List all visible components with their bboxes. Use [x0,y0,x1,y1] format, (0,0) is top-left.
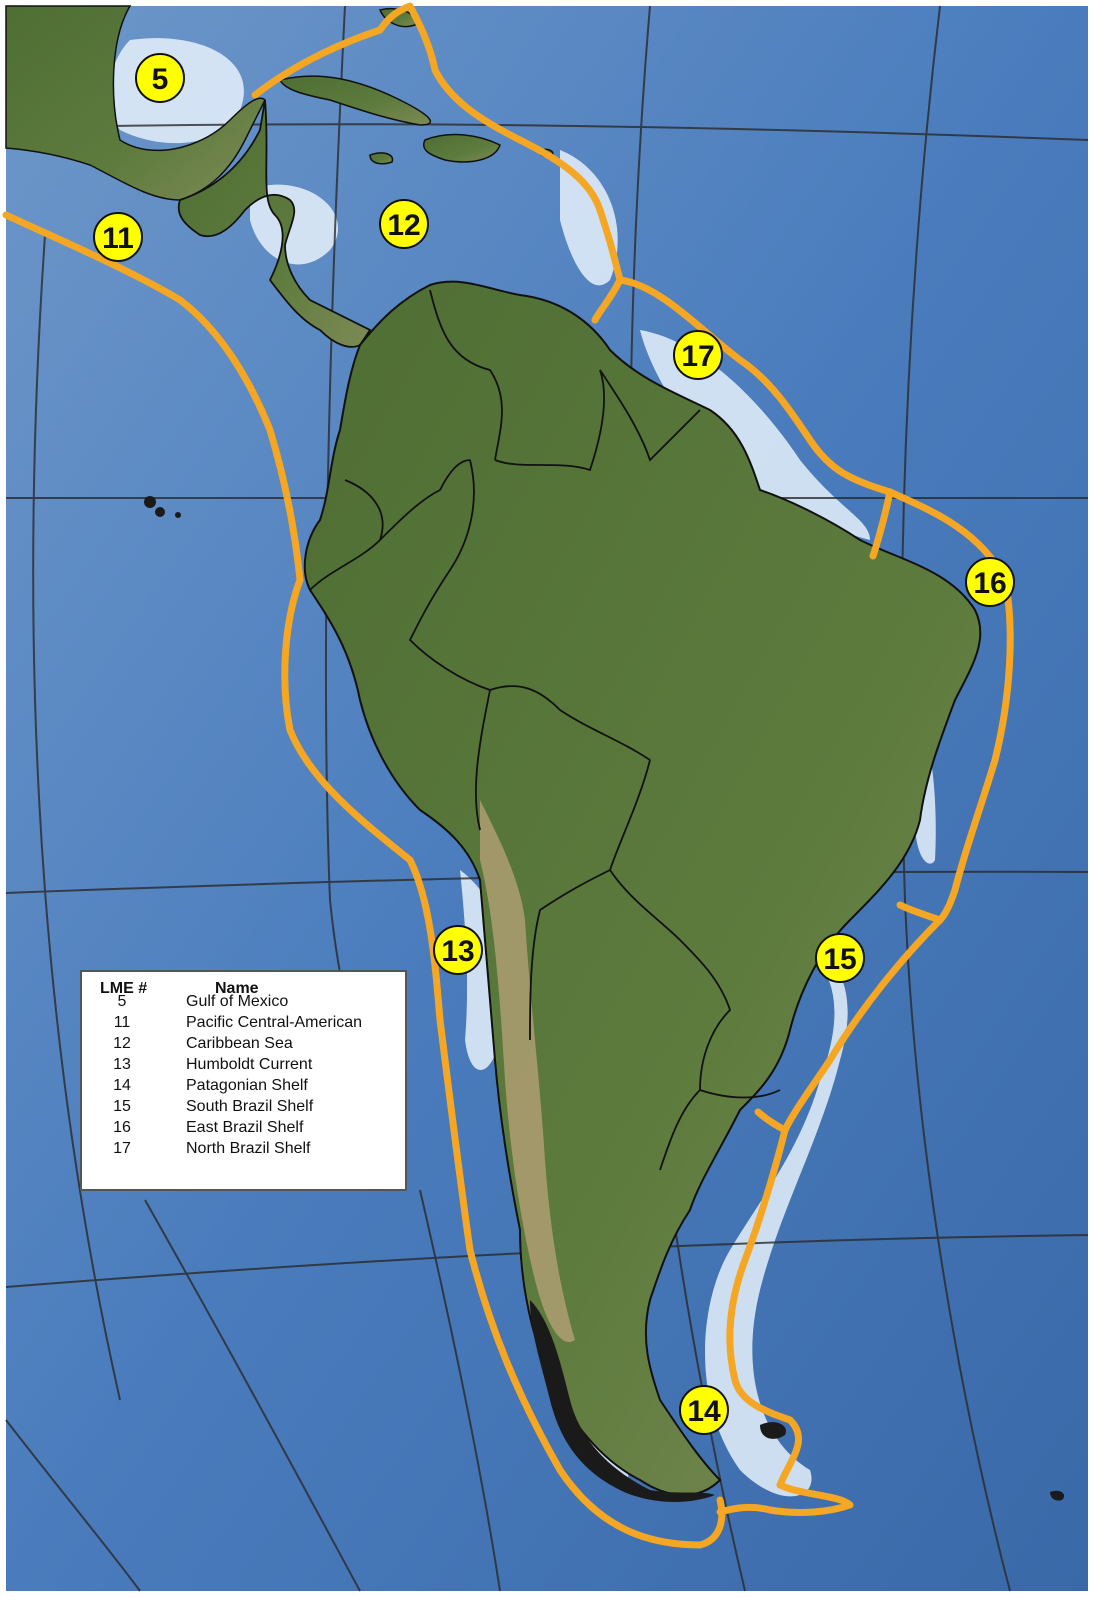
lme-badge-circle [673,330,723,380]
lme-badge-label: 5 [152,63,169,96]
legend-row: 11 Pacific Central-American [82,1014,405,1035]
land-south-america [303,280,982,1496]
lme-badge-circle [679,1385,729,1435]
legend-num: 11 [113,1014,131,1031]
lme-badge-label: 16 [973,567,1006,600]
legend-num: 12 [113,1035,131,1052]
legend-row: 15 South Brazil Shelf [82,1098,405,1119]
legend-row: 12 Caribbean Sea [82,1035,405,1056]
lme-boundary-13 [281,576,726,1549]
lme-badge-circle [433,925,483,975]
lme-badge-circle [93,212,143,262]
legend-name: Humboldt Current [186,1056,313,1073]
lme-boundary-14 [716,1126,854,1516]
offshore-islands [144,496,1065,1502]
lme-badge-label: 11 [102,222,134,255]
legend-row: 14 Patagonian Shelf [82,1077,405,1098]
legend-name: Gulf of Mexico [186,993,289,1010]
land-central-america [177,99,372,348]
legend-row: 5 Gulf of Mexico [82,993,405,1014]
lme-badge-label: 13 [441,935,474,968]
lme-badge-15: 15 [815,933,865,983]
legend-name: Patagonian Shelf [186,1077,308,1094]
lme-boundaries [2,2,1014,1549]
lme-boundary-11 [2,211,304,584]
lme-badge-circle [379,199,429,249]
lme-badge-label: 12 [387,209,420,242]
legend-name: Pacific Central-American [186,1014,363,1031]
lme-badge-17: 17 [673,330,723,380]
lme-badge-13: 13 [433,925,483,975]
andes-desert [480,800,575,1342]
legend-num: 5 [117,993,127,1010]
lme-badges: 5 11 12 13 14 15 16 17 [93,53,1015,1435]
legend-header-name: Name [215,980,259,997]
lme-badge-11: 11 [93,212,143,262]
lme-boundary-16 [886,488,1014,924]
lme-badge-16: 16 [965,557,1015,607]
lme-badge-circle [815,933,865,983]
lme-badge-circle [135,53,185,103]
legend-header-num: LME # [100,980,148,997]
lme-boundary-15 [781,916,944,1134]
legend-name: South Brazil Shelf [186,1098,314,1115]
lme-badge-label: 14 [687,1395,721,1428]
legend-row: 16 East Brazil Shelf [82,1119,405,1140]
lme-badge-circle [965,557,1015,607]
lme-badge-label: 15 [823,943,856,976]
country-borders [309,289,781,1171]
legend-num: 16 [113,1119,131,1136]
legend-row: 17 North Brazil Shelf [82,1140,405,1161]
legend-num: 17 [113,1140,131,1157]
legend-num: 13 [113,1056,131,1073]
legend-row: 13 Humboldt Current [82,1056,405,1077]
lme-boundary-12 [251,2,624,324]
legend-num: 15 [113,1098,131,1115]
legend-name: East Brazil Shelf [186,1119,304,1136]
legend-name: Caribbean Sea [186,1035,293,1052]
legend-num: 14 [113,1077,131,1094]
lme-badge-label: 17 [681,340,714,373]
lme-badge-14: 14 [679,1385,729,1435]
lme-badge-12: 12 [379,199,429,249]
legend: LME # Name 5 Gulf of Mexico 11 Pacific Cen… [80,970,407,1191]
legend-name: North Brazil Shelf [186,1140,311,1157]
lme-boundary-17 [616,276,894,496]
lme-badge-5: 5 [135,53,185,103]
